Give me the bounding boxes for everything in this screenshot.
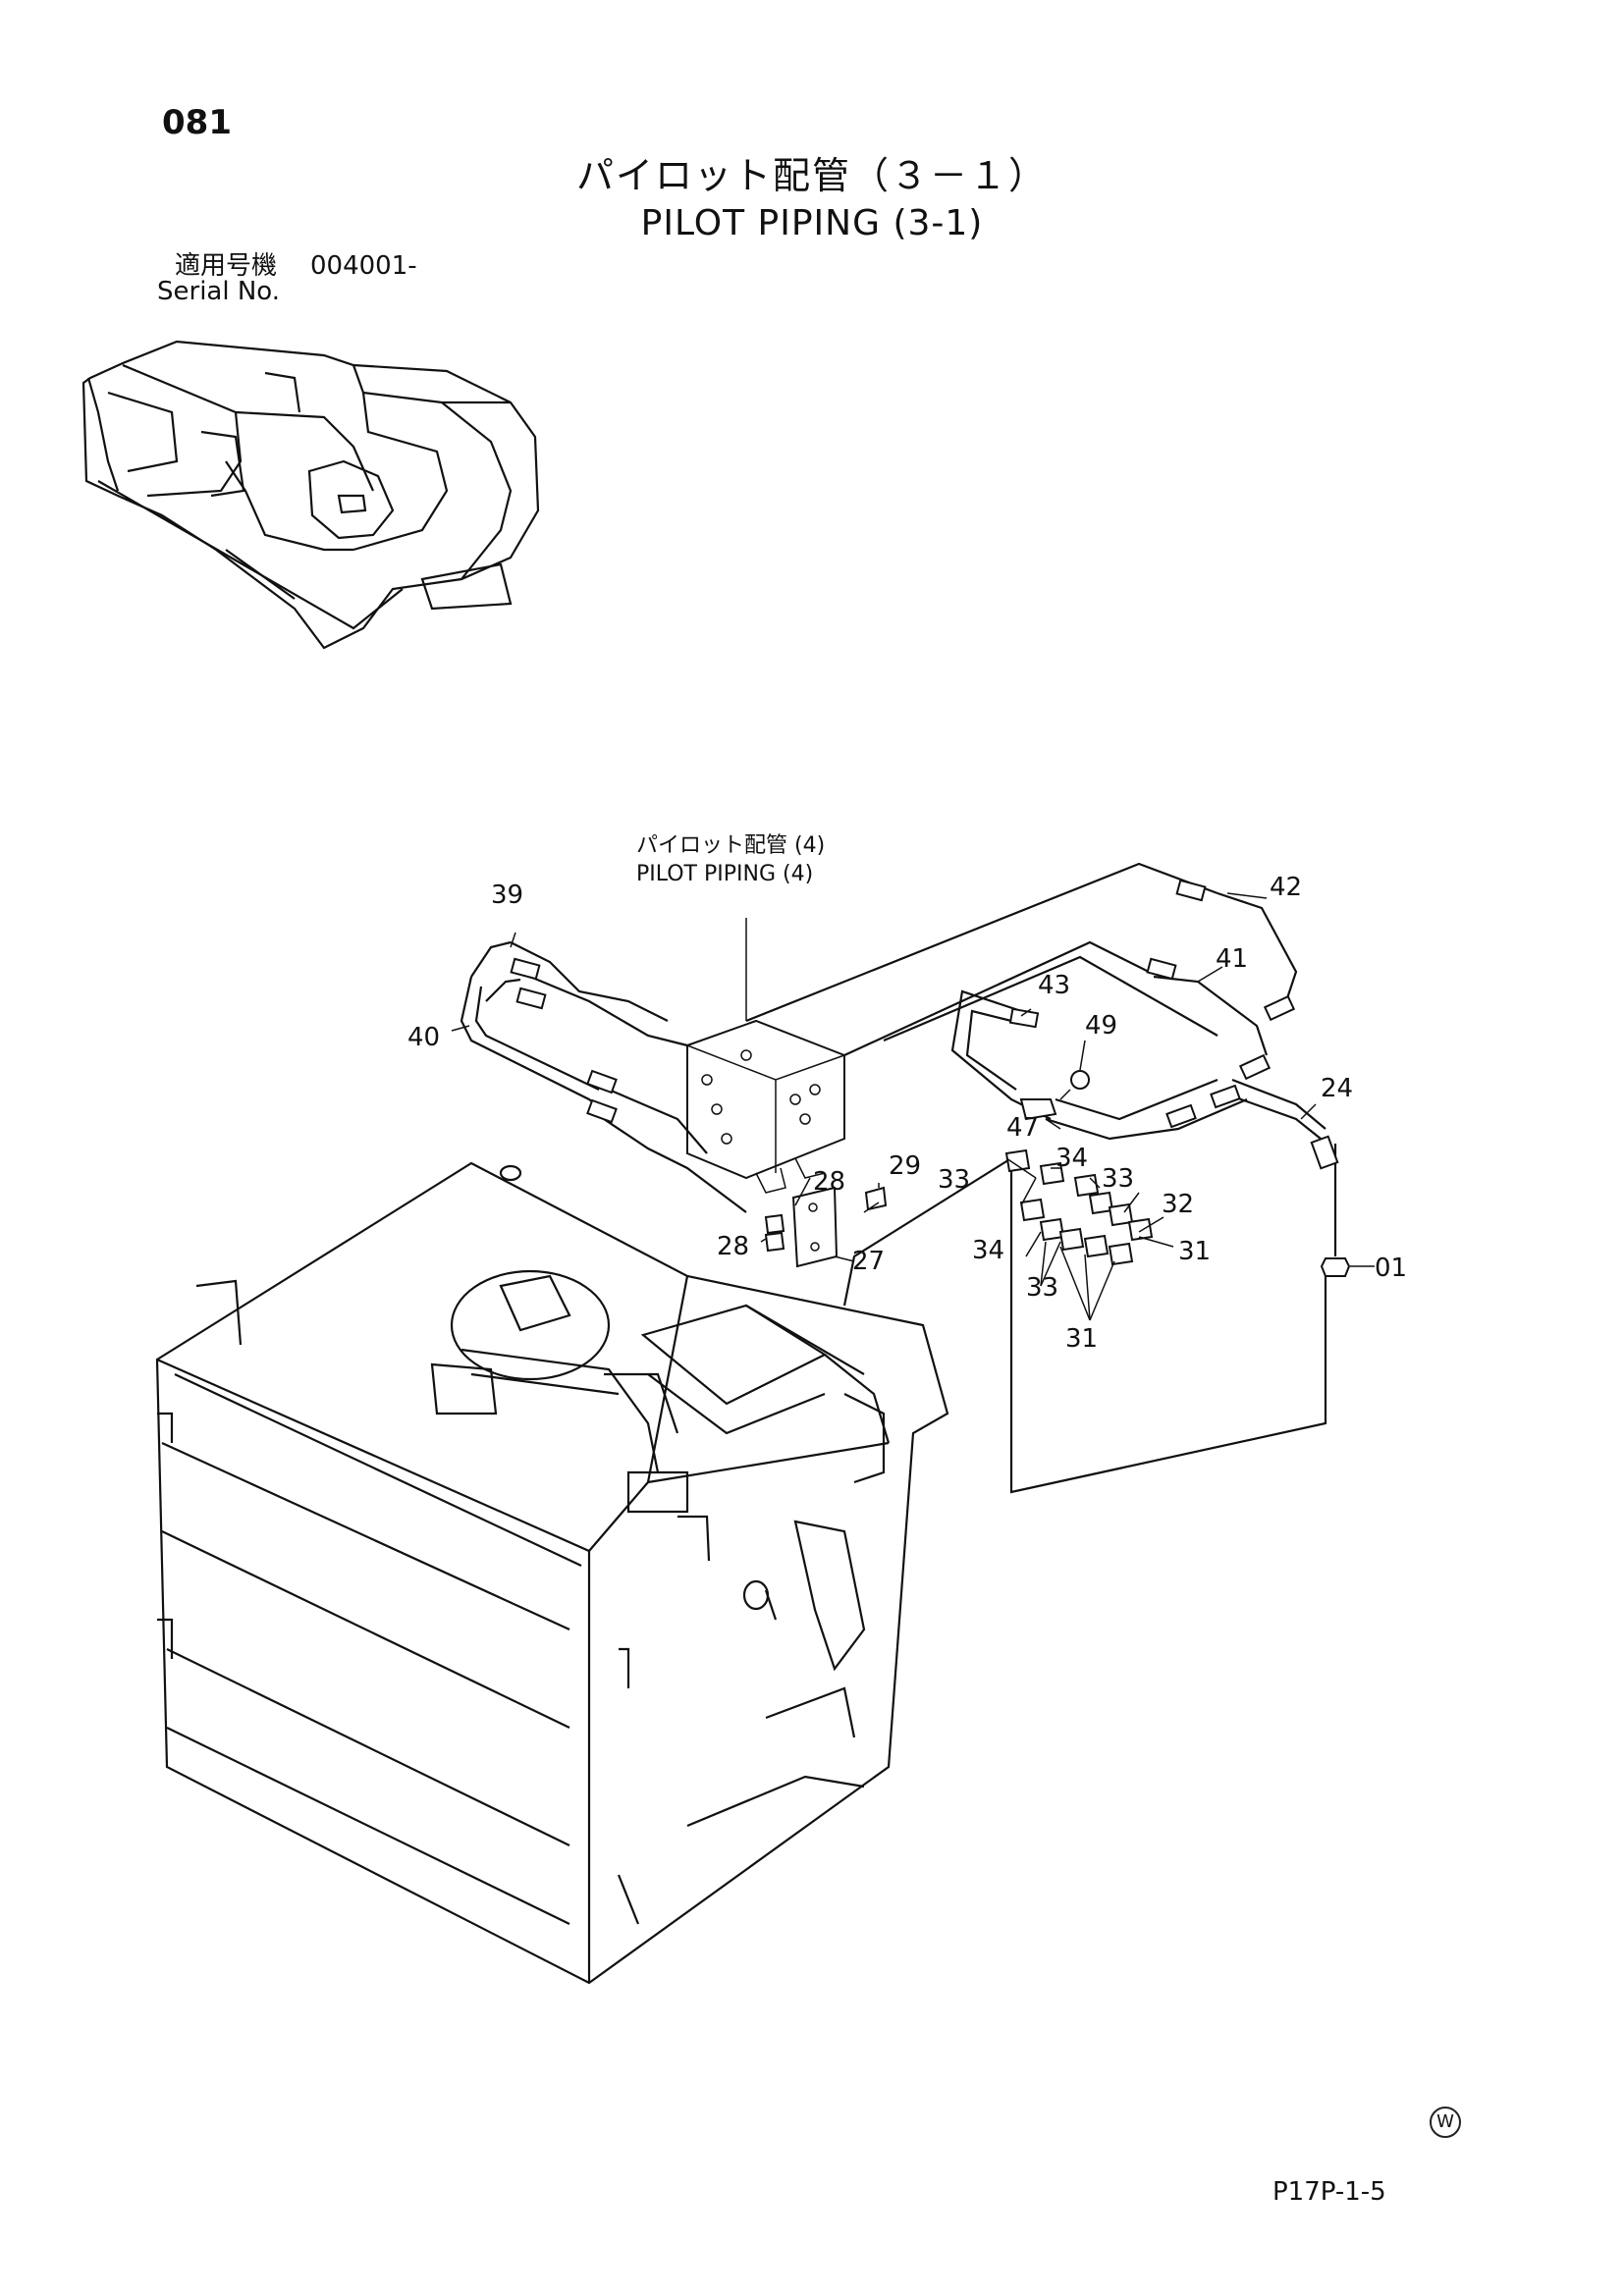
callout-49: 49 [1085, 1011, 1117, 1041]
reference-label-en: PILOT PIPING (4) [636, 862, 813, 886]
callout-29: 29 [889, 1151, 921, 1181]
callout-27: 27 [852, 1247, 885, 1276]
callout-42: 42 [1270, 873, 1302, 902]
callout-33-lower: 33 [1026, 1273, 1058, 1303]
callout-33-left: 33 [938, 1165, 970, 1195]
hydraulic-tank [155, 1161, 949, 1985]
callout-39: 39 [491, 881, 523, 910]
callout-28-upper: 28 [813, 1167, 845, 1197]
callout-34-lower: 34 [972, 1236, 1004, 1265]
leader-lines [451, 892, 1375, 1321]
footer-code: P17P-1-5 [1272, 2177, 1386, 2207]
callout-43: 43 [1038, 971, 1070, 1000]
page-number: 081 [162, 103, 232, 142]
callout-32: 32 [1162, 1190, 1194, 1219]
pilot-valve-block [686, 1019, 845, 1194]
serial-label-ja: 適用号機 [175, 251, 278, 281]
page-title-en: PILOT PIPING (3-1) [640, 203, 984, 243]
serial-label-en: Serial No. [157, 277, 280, 306]
reference-label-ja: パイロット配管 (4) [636, 833, 825, 858]
callout-31-lower: 31 [1065, 1324, 1098, 1354]
watermark-circle-icon: W [1430, 2107, 1461, 2138]
part-callouts: 39 40 42 41 43 49 24 47 34 33 33 32 29 2… [407, 873, 1407, 1354]
callout-40: 40 [407, 1023, 440, 1052]
callout-28-lower: 28 [717, 1232, 749, 1261]
callout-33-right: 33 [1102, 1164, 1134, 1194]
callout-24: 24 [1321, 1074, 1353, 1103]
excavator-locator-illustration [81, 340, 540, 650]
callout-47: 47 [1006, 1113, 1039, 1143]
page-title-ja: パイロット配管（３－１） [575, 154, 1048, 197]
callout-41: 41 [1216, 944, 1248, 974]
callout-34-upper: 34 [1056, 1144, 1088, 1173]
callout-01: 01 [1375, 1254, 1407, 1283]
serial-value: 004001- [310, 251, 417, 281]
callout-31-right: 31 [1178, 1237, 1211, 1266]
fittings [510, 879, 1351, 1277]
